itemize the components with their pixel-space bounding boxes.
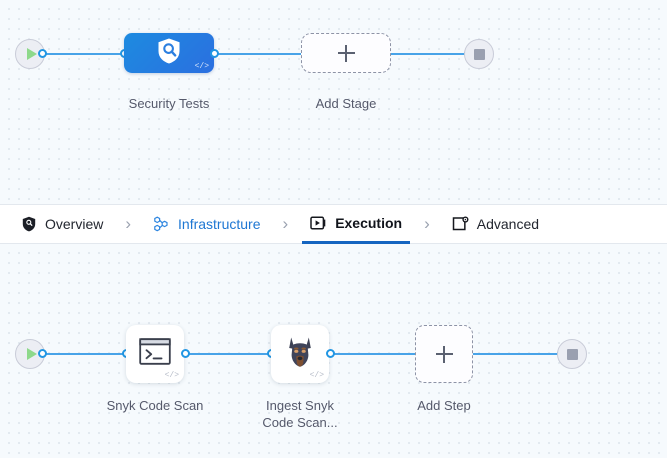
step-label-snyk-code-scan: Snyk Code Scan	[106, 398, 204, 413]
ingest-snyk-output-port[interactable]	[326, 349, 335, 358]
wire-addstage-to-end	[375, 53, 470, 55]
execution-step-canvas[interactable]: </> Snyk Code Scan	[0, 244, 667, 458]
stage-end-node[interactable]	[464, 39, 494, 69]
tab-overview-label: Overview	[45, 216, 104, 232]
step-end-node[interactable]	[557, 339, 587, 369]
window-gear-icon	[452, 216, 469, 233]
code-tag: </>	[194, 62, 209, 71]
wire-ingest-to-addstep	[330, 353, 415, 355]
chevron-right-icon-2: ›	[282, 214, 289, 233]
chevron-right-icon-1: ›	[125, 214, 132, 233]
tab-execution[interactable]: Execution	[302, 205, 411, 244]
plus-icon	[337, 44, 355, 62]
stage-start-port[interactable]	[38, 49, 47, 58]
doberman-icon	[286, 336, 314, 373]
hexagon-cluster-icon	[153, 216, 170, 233]
step-node-ingest-snyk-code-scan[interactable]: </>	[271, 325, 329, 383]
wire-start-to-security	[40, 53, 125, 55]
stage-start-node[interactable]	[15, 39, 45, 69]
security-tests-output-port[interactable]	[210, 49, 219, 58]
wire-snyk-to-ingest	[185, 353, 271, 355]
wire-security-to-addstage	[210, 53, 302, 55]
stage-node-security-tests[interactable]: </>	[124, 33, 214, 73]
play-icon	[26, 348, 37, 360]
stop-icon	[473, 48, 485, 60]
play-icon	[26, 48, 37, 60]
stage-label-add-stage: Add Stage	[315, 96, 377, 111]
wire-addstep-to-end	[473, 353, 563, 355]
code-tag: </>	[309, 371, 324, 380]
chevron-right-icon-3: ›	[424, 214, 430, 233]
plus-icon	[435, 345, 453, 363]
stop-icon	[566, 348, 578, 360]
stage-canvas[interactable]: </> Security Tests Add Stage	[0, 0, 667, 204]
tab-execution-label: Execution	[335, 214, 403, 231]
step-label-ingest-snyk-code-scan: Ingest Snyk Code Scan...	[262, 398, 338, 430]
code-tag: </>	[164, 371, 179, 380]
tab-infrastructure-label: Infrastructure	[178, 216, 261, 232]
snyk-code-scan-output-port[interactable]	[181, 349, 190, 358]
tab-advanced-label: Advanced	[476, 216, 540, 232]
shield-search-icon	[156, 37, 182, 70]
add-step-button[interactable]	[415, 325, 473, 383]
wire-start-to-snyk	[41, 353, 127, 355]
tab-overview[interactable]: Overview	[12, 205, 111, 244]
play-box-icon	[310, 214, 327, 231]
shield-icon	[20, 216, 37, 233]
add-stage-button[interactable]	[301, 33, 391, 73]
tab-infrastructure[interactable]: Infrastructure	[145, 205, 268, 244]
terminal-icon	[139, 338, 171, 370]
stage-config-tabs: Overview › Infrastructure ›	[0, 204, 667, 244]
step-start-port[interactable]	[38, 349, 47, 358]
tab-advanced[interactable]: Advanced	[444, 205, 547, 244]
step-label-add-step: Add Step	[417, 398, 471, 413]
step-node-snyk-code-scan[interactable]: </>	[126, 325, 184, 383]
stage-label-security-tests: Security Tests	[128, 96, 210, 111]
